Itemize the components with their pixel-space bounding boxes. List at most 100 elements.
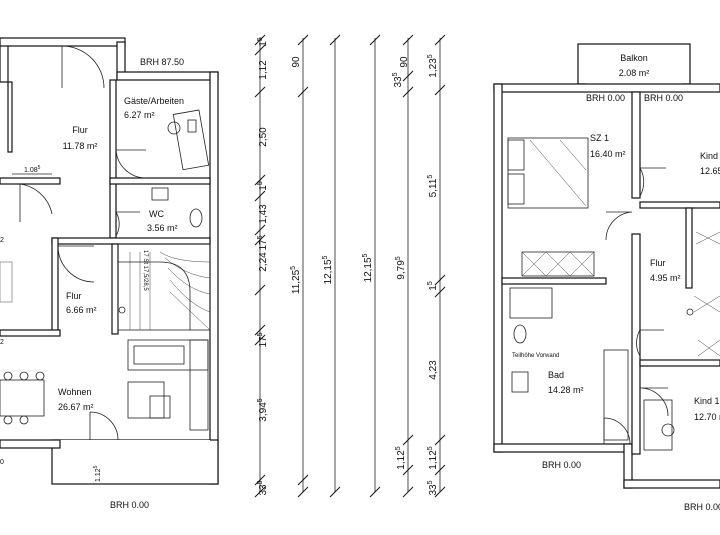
stair-label: 17 St 17,5/28,5 [142, 250, 148, 291]
dimension-label: 1,43 [258, 204, 269, 224]
svg-text:1,125: 1,125 [427, 446, 439, 469]
wall-interior [109, 79, 117, 239]
upper-floor-plan: Teilhöhe Vorwand Balkon 2.08 m² SZ 1 16.… [493, 43, 720, 512]
dimension-tick [402, 70, 414, 82]
door-swing [61, 45, 105, 89]
kitchen-counter [0, 261, 13, 303]
svg-text:4,23: 4,23 [428, 360, 439, 380]
svg-text:2,24: 2,24 [258, 252, 269, 272]
dimension-label: 335 [392, 72, 404, 87]
wall-interior [111, 243, 119, 335]
dimension-tick [434, 34, 446, 46]
wall-segment [0, 439, 61, 449]
chair-icon [661, 423, 675, 437]
svg-text:1,235: 1,235 [427, 54, 439, 77]
dimension-label: 2,24 [258, 252, 269, 272]
brh-label: BRH 0.00 [542, 460, 581, 470]
room-name-kind: Kind [700, 151, 718, 161]
door-swing [605, 211, 633, 241]
shower-icon [509, 287, 553, 319]
room-name-kind1: Kind 1 [694, 396, 720, 406]
door-swing [115, 211, 140, 237]
dimension-tick [297, 474, 309, 486]
dimension-label: 4,23 [428, 360, 439, 380]
dimension-tick [402, 464, 414, 476]
door-swing [115, 149, 147, 179]
dimension-label: 1,125 [395, 446, 407, 469]
room-name-flur-lower: Flur [66, 291, 82, 301]
dimension-label: 5,115 [427, 175, 439, 198]
dimension-tick [254, 34, 266, 46]
dimension-tick [254, 334, 266, 346]
toilet-icon [513, 324, 527, 344]
dimension-label: 11,255 [290, 266, 302, 294]
edge-mark: 0 [0, 459, 4, 466]
dimension-tick [434, 486, 446, 498]
small-dimension: 1.085 [24, 165, 41, 174]
door-swing [639, 387, 669, 417]
room-area-flur-lower: 6.66 m² [66, 305, 97, 315]
brh-label: BRH 0.00 [110, 500, 149, 510]
svg-text:3,945: 3,945 [257, 398, 269, 421]
svg-text:11,255: 11,255 [290, 266, 302, 294]
sink-icon [151, 187, 169, 201]
dimension-tick [434, 464, 446, 476]
dimension-label: 335 [427, 480, 439, 495]
dimension-label: 1,235 [427, 54, 439, 77]
wall-segment [623, 479, 720, 489]
dimension-tick [254, 324, 266, 336]
svg-text:1,43: 1,43 [258, 204, 269, 224]
dimension-label: 2,50 [258, 127, 269, 147]
room-area-flur-og: 4.95 m² [650, 273, 681, 283]
bath-note: Teilhöhe Vorwand [512, 353, 559, 359]
wall-interior [51, 237, 211, 245]
wall-interior [639, 201, 720, 209]
desk-icon [167, 109, 210, 171]
svg-text:5,115: 5,115 [427, 175, 439, 198]
brh-label: BRH 0.00 [586, 93, 625, 103]
dimension-tick [402, 86, 414, 98]
dimension-tick [369, 34, 381, 46]
dimension-label: 9,795 [395, 256, 407, 279]
brh-label: BRH 0.00 [684, 502, 720, 512]
post-icon [118, 306, 126, 314]
wall-segment [0, 37, 126, 47]
dimension-tick [402, 486, 414, 498]
svg-text:90: 90 [399, 56, 410, 68]
wall-interior [0, 177, 61, 185]
dining-table-icon [0, 371, 45, 425]
dimension-tick [254, 86, 266, 98]
svg-text:175: 175 [257, 235, 269, 250]
svg-text:12,155: 12,155 [362, 253, 374, 282]
door-swing [19, 183, 53, 222]
svg-text:1,125: 1,125 [395, 446, 407, 469]
sofa-icon [127, 339, 209, 431]
door-swing [636, 329, 664, 357]
dimension-label: 12,155 [362, 253, 374, 282]
dimension-tick [434, 274, 446, 286]
room-name-flur-upper: Flur [72, 125, 88, 135]
dimension-tick [402, 34, 414, 46]
wall-segment [116, 71, 219, 81]
room-area-bad: 14.28 m² [548, 385, 584, 395]
dimension-label: 90 [291, 56, 302, 68]
brh-label: BRH 87.50 [140, 57, 184, 67]
dimension-tick [254, 174, 266, 186]
svg-text:1,12: 1,12 [258, 60, 269, 80]
door-swing [639, 167, 666, 197]
dimension-tick [254, 474, 266, 486]
room-name-balkon: Balkon [620, 53, 648, 63]
wardrobe-icon [693, 231, 720, 357]
svg-text:90: 90 [291, 56, 302, 68]
dimension-tick [297, 34, 309, 46]
room-name-sz1: SZ 1 [590, 133, 609, 143]
dimension-tick [254, 234, 266, 246]
dimension-label: 1,125 [427, 446, 439, 469]
room-name-flur-og: Flur [650, 258, 666, 268]
wall-interior [685, 207, 693, 289]
dimension-label: 175 [257, 235, 269, 250]
wall-segment [0, 41, 9, 83]
room-area-sz1: 16.40 m² [590, 149, 626, 159]
dimension-tick [254, 44, 266, 56]
